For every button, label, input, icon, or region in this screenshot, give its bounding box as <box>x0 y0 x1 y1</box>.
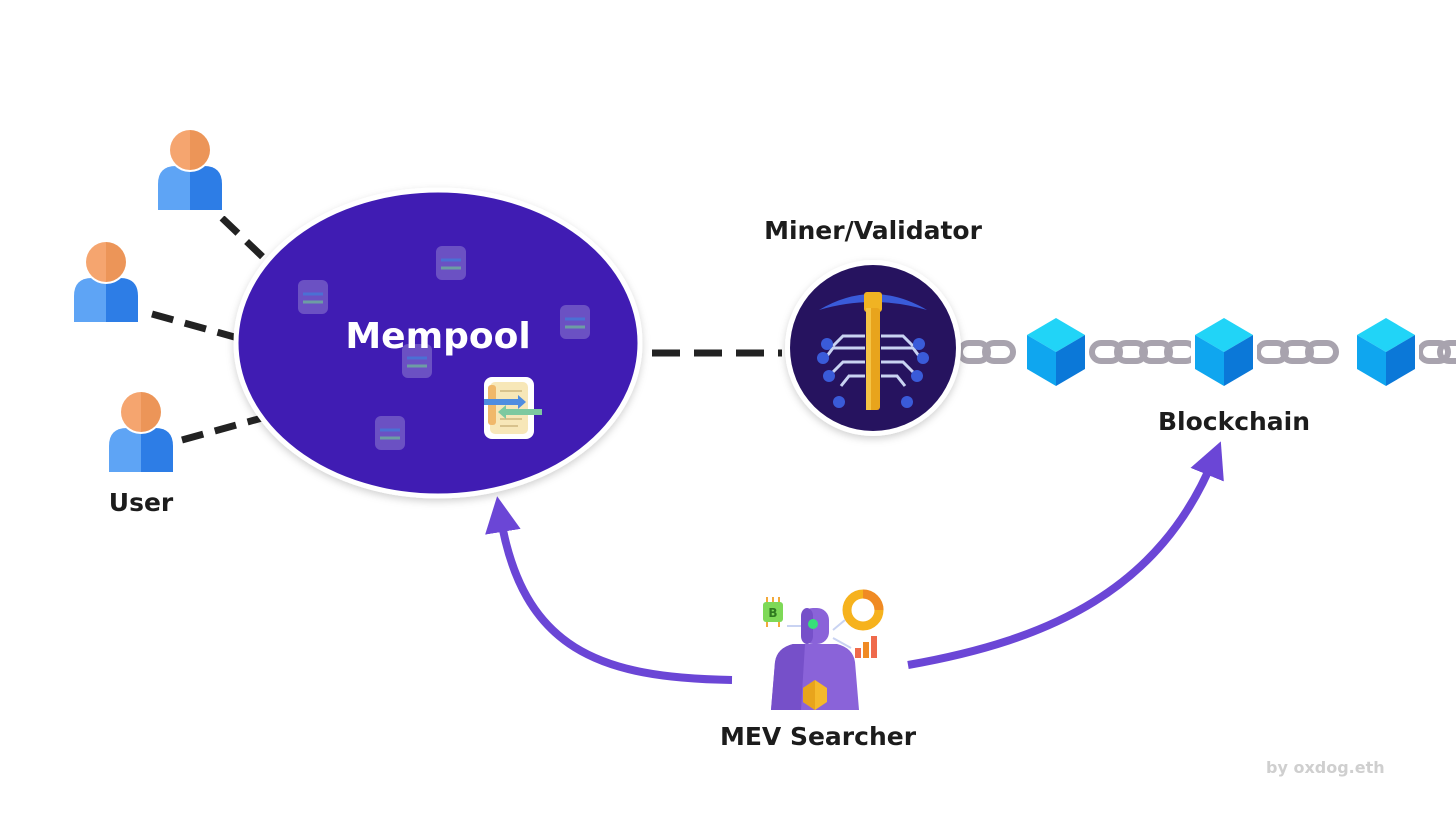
mempool-ellipse <box>233 187 643 499</box>
pending-transactions <box>298 246 590 450</box>
user-icon <box>68 240 144 328</box>
user-icon <box>152 128 228 216</box>
arrow-searcher-to-mempool <box>493 507 739 687</box>
arrow-searcher-to-mempool-line <box>485 496 733 684</box>
block-icon <box>1023 314 1089 390</box>
chain-link <box>982 340 1016 364</box>
mev-searcher: B <box>763 589 884 710</box>
user-label: User <box>108 488 174 517</box>
blockchain-label: Blockchain <box>1157 407 1311 436</box>
chip-icon: B <box>763 597 783 627</box>
users <box>68 128 228 478</box>
user-icon <box>103 390 179 478</box>
robot-icon <box>771 608 859 710</box>
credit-label: by oxdog.eth <box>1266 758 1385 777</box>
user-connectors <box>151 215 271 444</box>
pending-transaction-icon <box>298 280 328 314</box>
arrow-searcher-to-blockchain <box>901 451 1221 672</box>
bar-chart-icon <box>855 636 877 658</box>
document-icon <box>484 377 542 439</box>
miner-validator-label: Miner/Validator <box>764 216 982 245</box>
connector-user-1 <box>219 215 271 265</box>
miner-validator <box>785 260 961 436</box>
pending-transaction-icon <box>375 416 405 450</box>
connector-user-3 <box>181 414 263 444</box>
pending-transaction-icon <box>560 305 590 339</box>
block-icon <box>1191 314 1257 390</box>
block-icon <box>1353 314 1419 390</box>
pending-transaction-icon <box>402 344 432 378</box>
chain-link <box>1437 340 1456 364</box>
connector-user-2 <box>151 310 239 342</box>
mempool <box>233 187 643 499</box>
pickaxe-icon <box>817 292 929 410</box>
svg-text:B: B <box>768 606 777 620</box>
mev-searcher-label: MEV Searcher <box>719 722 917 751</box>
chain-link <box>1305 340 1339 364</box>
blocks <box>1023 314 1419 390</box>
pending-transaction-icon <box>436 246 466 280</box>
arrow-searcher-to-blockchain-line <box>907 441 1224 669</box>
donut-chart-icon <box>842 589 884 631</box>
mempool-label: Mempool <box>345 316 531 357</box>
blockchain-chain <box>957 340 1456 364</box>
chain-link <box>1417 340 1451 364</box>
